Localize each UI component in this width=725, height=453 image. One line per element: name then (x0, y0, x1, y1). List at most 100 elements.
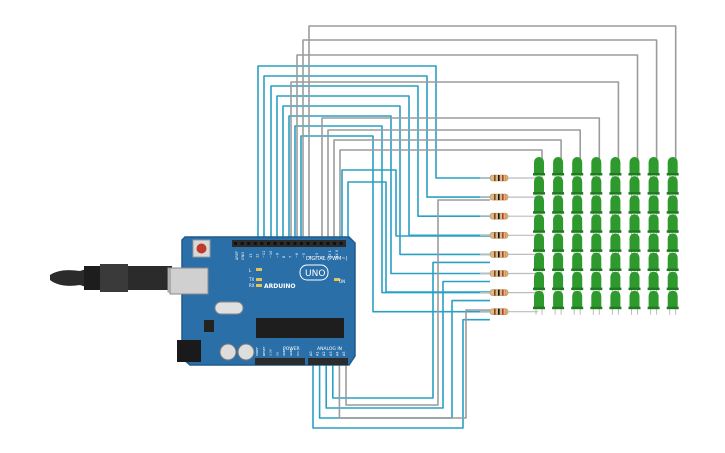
wire[interactable] (290, 81, 620, 240)
led[interactable] (609, 233, 622, 258)
digital-pin-label: ~10 (269, 251, 273, 258)
power-pin-label: RESET (262, 346, 266, 356)
wire[interactable] (321, 117, 601, 240)
led[interactable] (628, 195, 641, 220)
led[interactable] (666, 214, 679, 239)
digital-pin-label: ~9 (275, 253, 279, 258)
analog-pin-label: A5 (342, 351, 346, 356)
led[interactable] (571, 176, 584, 201)
analog-pin-label: A1 (316, 351, 320, 356)
led[interactable] (609, 195, 622, 220)
wire[interactable] (325, 280, 490, 409)
analog-header[interactable] (308, 358, 348, 365)
wire[interactable] (312, 318, 490, 429)
power-pin-label: GND (282, 348, 286, 356)
resistor[interactable] (480, 308, 538, 316)
wire[interactable] (347, 181, 490, 293)
led[interactable] (647, 290, 660, 315)
led[interactable] (590, 157, 603, 181)
power-pin-label: 3.3V (269, 348, 273, 356)
wire[interactable] (270, 85, 490, 240)
led[interactable] (628, 271, 641, 296)
led[interactable] (628, 157, 641, 181)
led[interactable] (533, 157, 545, 181)
power-header[interactable] (255, 358, 305, 365)
led[interactable] (590, 176, 603, 201)
wire[interactable] (332, 261, 490, 399)
arduino-uno-board[interactable]: DIGITAL (PWM~) UNO ARDUINO ON L TX RX PO… (169, 236, 356, 366)
resistor[interactable] (480, 174, 538, 182)
digital-pin-label: 13 (249, 254, 253, 258)
led[interactable] (666, 271, 679, 296)
led[interactable] (647, 176, 660, 201)
led[interactable] (628, 233, 641, 258)
usb-cable[interactable] (50, 264, 209, 293)
led[interactable] (666, 290, 679, 315)
resistor[interactable] (480, 193, 538, 201)
resistor[interactable] (480, 232, 538, 239)
led[interactable] (609, 157, 622, 181)
digital-pin-label: 4 (308, 255, 312, 258)
wire[interactable] (282, 105, 490, 256)
led[interactable] (533, 290, 545, 315)
led[interactable] (609, 290, 622, 315)
led[interactable] (552, 214, 565, 239)
led[interactable] (590, 271, 603, 296)
led[interactable] (552, 252, 565, 277)
wire[interactable] (296, 54, 639, 240)
wire[interactable] (263, 75, 490, 240)
wire[interactable] (338, 309, 490, 419)
led[interactable] (590, 252, 603, 277)
led[interactable] (609, 176, 622, 201)
wire[interactable] (345, 199, 490, 406)
gnd-label: GND (241, 252, 245, 260)
led[interactable] (571, 252, 584, 277)
power-pin-label: GND (289, 348, 293, 356)
led[interactable] (666, 195, 679, 220)
led[interactable] (552, 176, 565, 201)
wire[interactable] (308, 25, 677, 240)
wire[interactable] (327, 129, 581, 240)
led[interactable] (571, 157, 584, 181)
wire[interactable] (341, 169, 490, 240)
power-jack (177, 340, 201, 362)
wire[interactable] (302, 39, 658, 240)
digital-pin-label: TX 1 (328, 250, 332, 259)
led[interactable] (552, 233, 565, 258)
led[interactable] (571, 214, 584, 239)
digital-pin-label: ~5 (302, 253, 306, 258)
resistor[interactable] (480, 212, 538, 220)
led[interactable] (571, 290, 584, 315)
led[interactable] (628, 290, 641, 315)
resistor[interactable] (480, 289, 538, 296)
digital-label: DIGITAL (PWM~) (306, 256, 348, 262)
resistor[interactable] (480, 270, 538, 277)
wire[interactable] (339, 149, 543, 240)
resistor[interactable] (480, 251, 538, 258)
wire[interactable] (333, 139, 562, 240)
digital-pin-label: ~3 (315, 253, 319, 258)
led[interactable] (552, 271, 565, 296)
atmega-chip (256, 318, 344, 338)
power-pin-label: 5V (275, 351, 279, 356)
led[interactable] (590, 290, 603, 315)
power-label: POWER (283, 346, 300, 352)
wire[interactable] (257, 65, 490, 240)
wire[interactable] (288, 115, 490, 275)
analog-pin-label: A4 (335, 351, 339, 356)
reset-button-cap[interactable] (196, 243, 207, 254)
led[interactable] (533, 252, 545, 277)
digital-pin-label: ~11 (262, 251, 266, 258)
led[interactable] (552, 290, 565, 315)
led[interactable] (647, 214, 660, 239)
led-matrix (533, 157, 679, 315)
wire[interactable] (300, 135, 490, 313)
l-label: L (249, 268, 252, 273)
led[interactable] (533, 195, 545, 220)
rx-label: RX (249, 283, 255, 288)
power-pin-label: IOREF (255, 347, 259, 356)
